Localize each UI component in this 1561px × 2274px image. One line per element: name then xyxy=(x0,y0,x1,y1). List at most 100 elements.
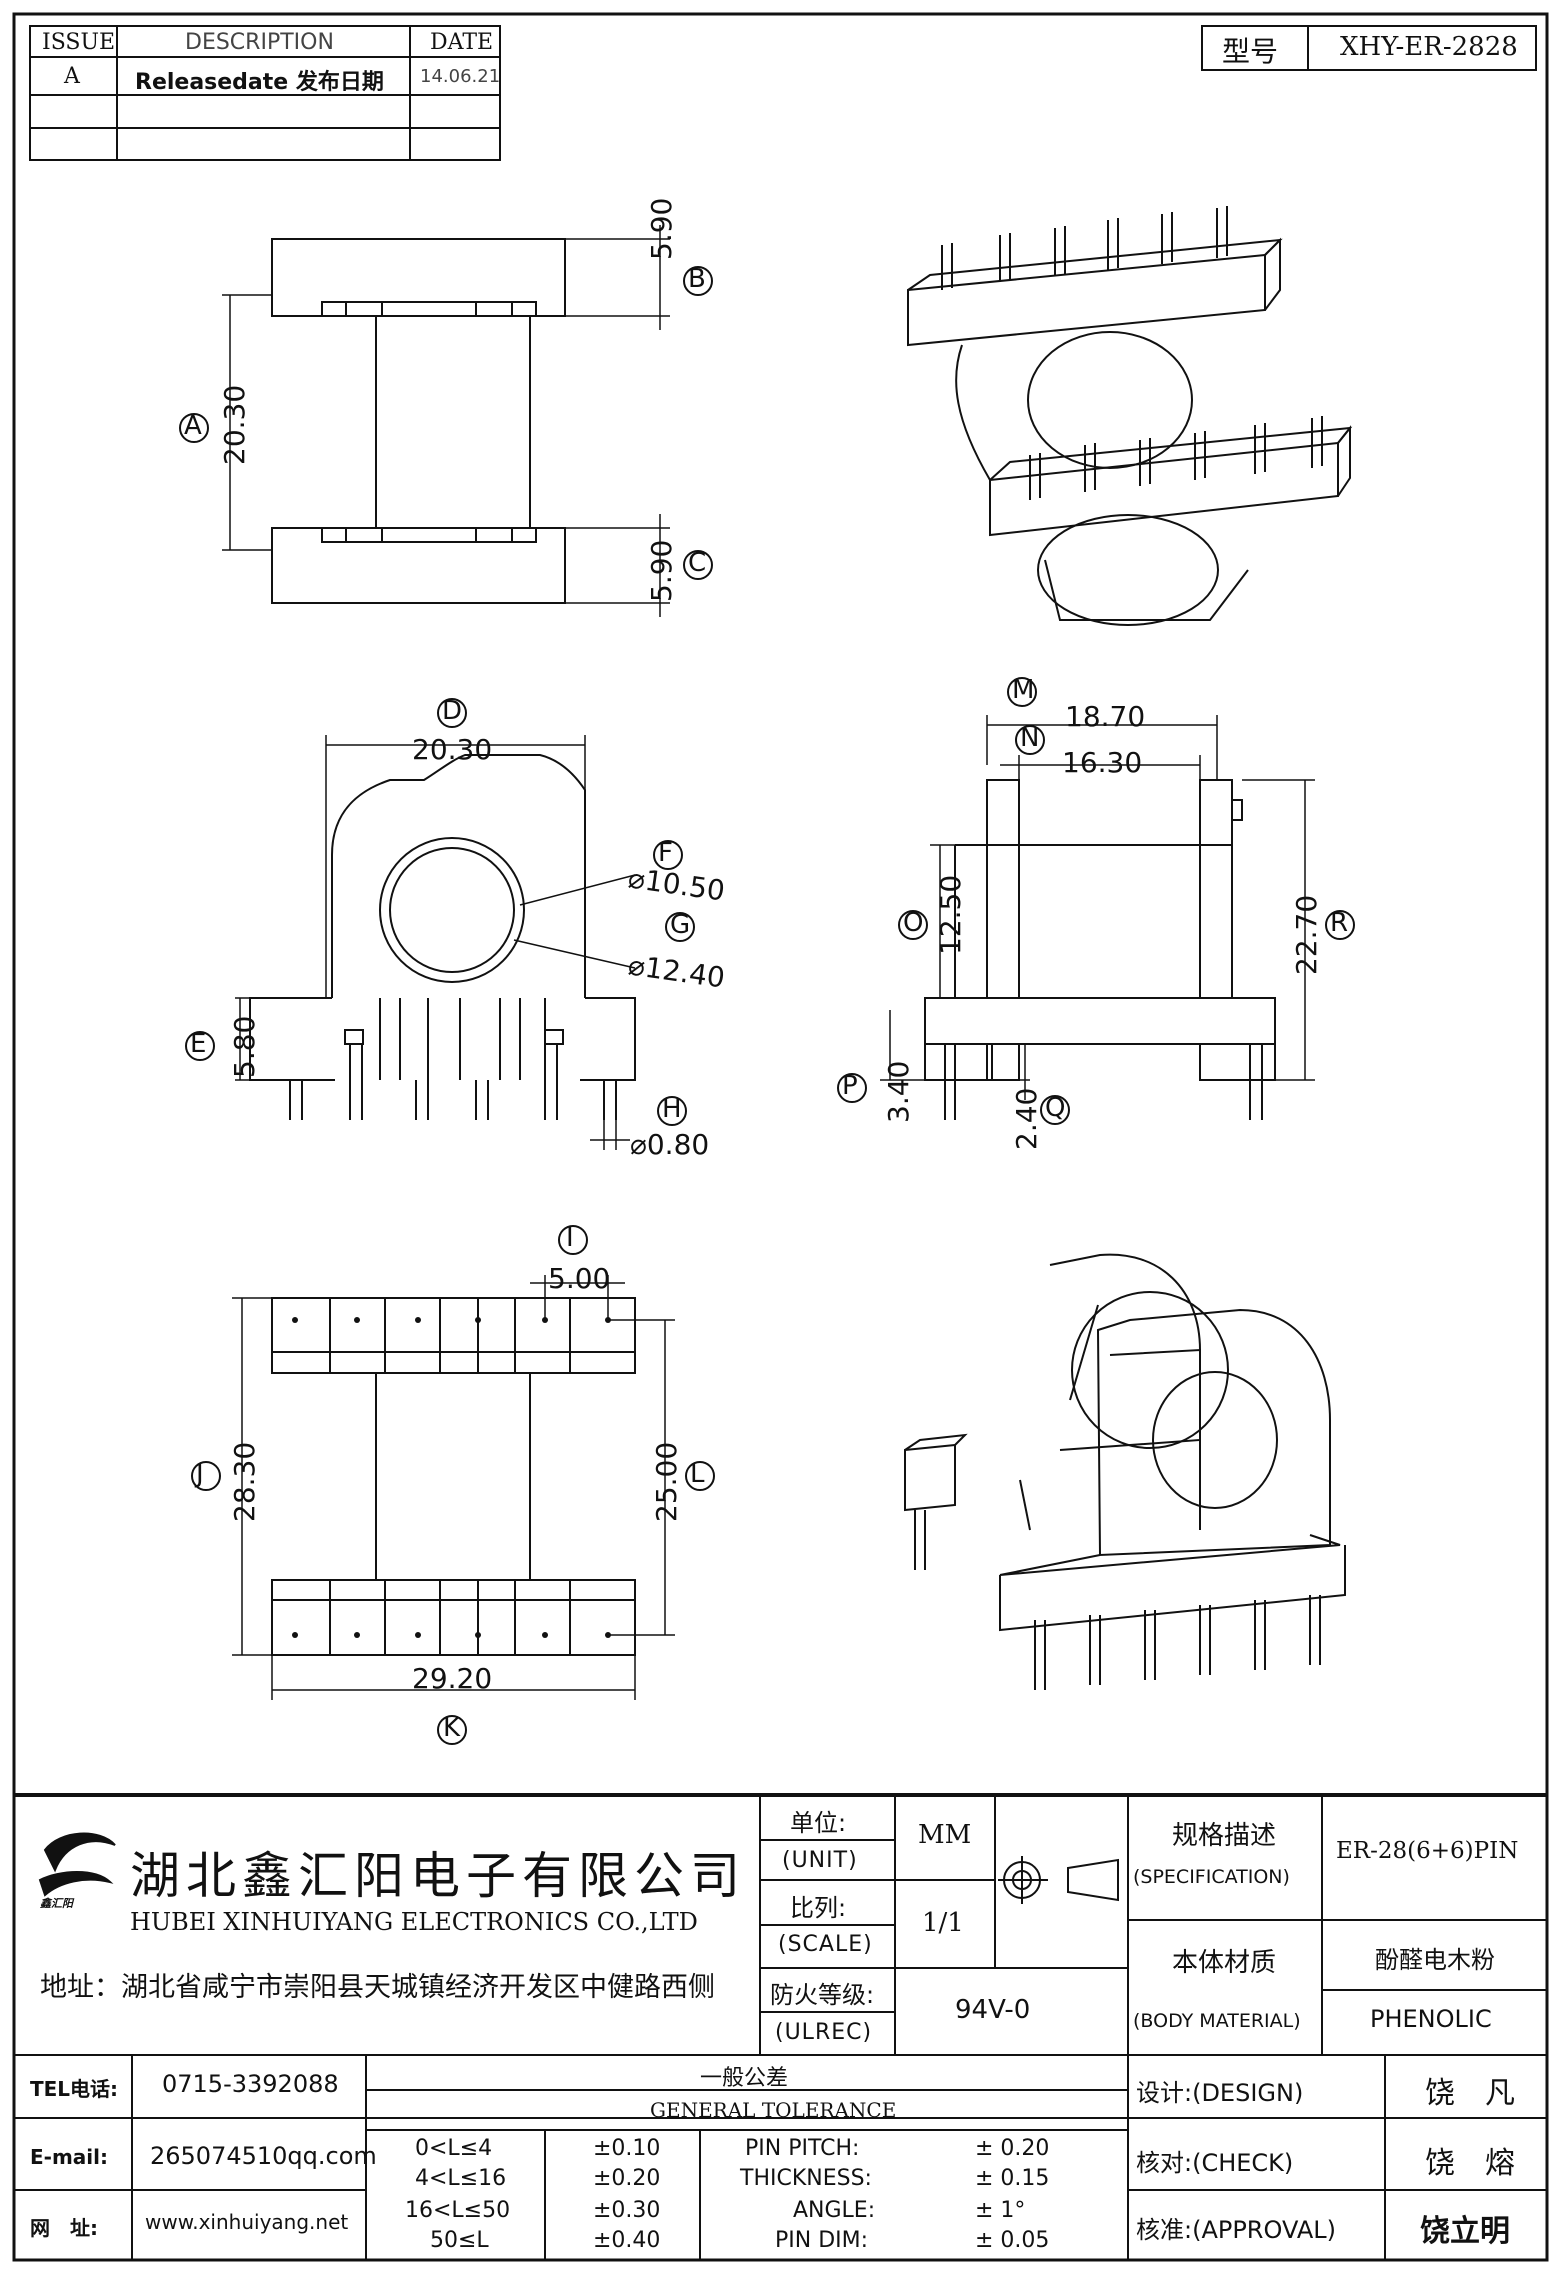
material-value-en: PHENOLIC xyxy=(1370,2005,1492,2033)
label-b: B xyxy=(688,264,706,294)
material-label-en: (BODY MATERIAL) xyxy=(1133,2010,1301,2032)
signoff-check-name: 饶 熔 xyxy=(1425,2146,1515,2181)
signoff-design-name: 饶 凡 xyxy=(1425,2076,1515,2111)
signoff-approval-label: 核准:(APPROVAL) xyxy=(1136,2216,1336,2244)
spec-pin-pitch-value: ± 0.20 xyxy=(975,2136,1050,2161)
email-label: E-mail: xyxy=(30,2145,109,2169)
dim-right-pin: 3.40 xyxy=(882,1060,915,1123)
dim-right-body: 12.50 xyxy=(934,874,967,955)
dim-front-width: 20.30 xyxy=(412,733,493,766)
scale-value: 1/1 xyxy=(922,1908,964,1938)
dim-bottom-rows: 25.00 xyxy=(650,1441,683,1522)
model-value: XHY-ER-2828 xyxy=(1340,32,1518,62)
front-view xyxy=(185,698,695,1150)
isometric-view-bottom xyxy=(904,1253,1346,1690)
company-address: 地址：湖北省咸宁市崇阳县天城镇经济开发区中健路西侧 xyxy=(40,1972,715,2003)
label-i: I xyxy=(566,1223,574,1253)
model-label: 型号 xyxy=(1222,35,1279,68)
dim-side-height: 20.30 xyxy=(218,384,251,465)
spec-angle-value: ± 1° xyxy=(975,2198,1026,2223)
scale-label-en: (SCALE) xyxy=(778,1932,873,1957)
dim-bottom-total: 28.30 xyxy=(228,1441,261,1522)
dim-right-offset: 2.40 xyxy=(1010,1087,1043,1150)
label-d: D xyxy=(442,696,463,726)
label-n: N xyxy=(1020,723,1040,753)
label-m: M xyxy=(1012,675,1035,705)
label-l: L xyxy=(690,1459,705,1489)
dim-front-base: 5.80 xyxy=(228,1015,261,1078)
scale-label-cn: 比列: xyxy=(790,1894,847,1922)
web-label: 网 址: xyxy=(30,2216,98,2240)
company-logo: 鑫汇阳 xyxy=(40,1897,73,1910)
company-name-en: HUBEI XINHUIYANG ELECTRONICS CO.,LTD xyxy=(130,1908,698,1936)
signoff-approval-name: 饶立明 xyxy=(1420,2214,1510,2249)
tol-range-2: 4<L≤16 xyxy=(415,2166,507,2191)
dim-side-top: 5.90 xyxy=(645,197,678,260)
spec-pin-dim-value: ± 0.05 xyxy=(975,2228,1050,2253)
revision-table-grid xyxy=(29,25,501,161)
fire-value: 94V-0 xyxy=(955,1995,1031,2025)
tol-range-4: 50≤L xyxy=(430,2228,489,2253)
label-o: O xyxy=(903,908,924,938)
dim-bottom-pitch: 5.00 xyxy=(548,1262,611,1295)
rev-row-date: 14.06.21 xyxy=(420,66,501,87)
unit-value: MM xyxy=(918,1820,972,1850)
label-r: R xyxy=(1330,908,1349,938)
web-value[interactable]: www.xinhuiyang.net xyxy=(145,2210,349,2234)
model-box xyxy=(1201,25,1537,71)
dim-right-inner: 16.30 xyxy=(1062,746,1143,779)
tolerance-title-en: GENERAL TOLERANCE xyxy=(650,2098,897,2122)
tol-value-4: ±0.40 xyxy=(593,2228,661,2253)
label-q: Q xyxy=(1045,1093,1066,1123)
bottom-view xyxy=(191,1225,715,1745)
spec-pin-dim: PIN DIM: xyxy=(775,2228,869,2253)
signoff-check-label: 核对:(CHECK) xyxy=(1136,2149,1294,2177)
label-f: F xyxy=(658,838,673,868)
label-a: A xyxy=(184,411,202,441)
fire-label-en: (ULREC) xyxy=(775,2020,873,2045)
signoff-design-label: 设计:(DESIGN) xyxy=(1136,2079,1304,2107)
unit-label-en: (UNIT) xyxy=(782,1848,858,1873)
rev-row-description: Releasedate 发布日期 xyxy=(135,70,384,95)
rev-header-date: DATE xyxy=(430,30,494,55)
label-k: K xyxy=(443,1713,461,1743)
material-label-cn: 本体材质 xyxy=(1172,1948,1277,1978)
tolerance-title-cn: 一般公差 xyxy=(700,2066,789,2091)
tel-label: TEL电话: xyxy=(30,2077,119,2101)
company-name-cn: 湖北鑫汇阳电子有限公司 xyxy=(130,1847,746,1905)
tol-value-3: ±0.30 xyxy=(593,2198,661,2223)
label-g: G xyxy=(670,910,691,940)
right-view xyxy=(837,677,1355,1125)
unit-label-cn: 单位: xyxy=(790,1809,847,1837)
spec-thickness: THICKNESS: xyxy=(740,2166,872,2191)
tol-value-2: ±0.20 xyxy=(593,2166,661,2191)
material-value-cn: 酚醛电木粉 xyxy=(1375,1946,1495,1974)
dim-front-pin: ⌀0.80 xyxy=(630,1128,710,1161)
fire-label-cn: 防火等级: xyxy=(770,1981,875,2009)
rev-header-description: DESCRIPTION xyxy=(185,30,334,55)
dim-bottom-width: 29.20 xyxy=(412,1662,493,1695)
side-view xyxy=(179,225,713,617)
tel-value: 0715-3392088 xyxy=(162,2070,339,2098)
label-p: P xyxy=(842,1071,858,1101)
dim-right-total: 22.70 xyxy=(1290,894,1323,975)
rev-header-issue: ISSUE xyxy=(42,30,116,55)
dim-side-bottom: 5.90 xyxy=(645,539,678,602)
spec-pin-pitch: PIN PITCH: xyxy=(745,2136,860,2161)
isometric-view-top xyxy=(907,206,1353,626)
label-h: H xyxy=(662,1094,682,1124)
spec-label-cn: 规格描述 xyxy=(1172,1821,1277,1851)
tol-range-3: 16<L≤50 xyxy=(405,2198,511,2223)
spec-angle: ANGLE: xyxy=(793,2198,876,2223)
email-value[interactable]: 265074510qq.com xyxy=(150,2142,377,2170)
title-block-grid xyxy=(13,1794,1548,2261)
label-j: J xyxy=(196,1459,204,1489)
label-e: E xyxy=(190,1029,207,1059)
spec-thickness-value: ± 0.15 xyxy=(975,2166,1050,2191)
spec-label-en: (SPECIFICATION) xyxy=(1133,1866,1290,1888)
tol-value-1: ±0.10 xyxy=(593,2136,661,2161)
spec-value: ER-28(6+6)PIN xyxy=(1336,1838,1519,1864)
label-c: C xyxy=(688,548,707,578)
rev-row-issue: A xyxy=(64,64,80,89)
